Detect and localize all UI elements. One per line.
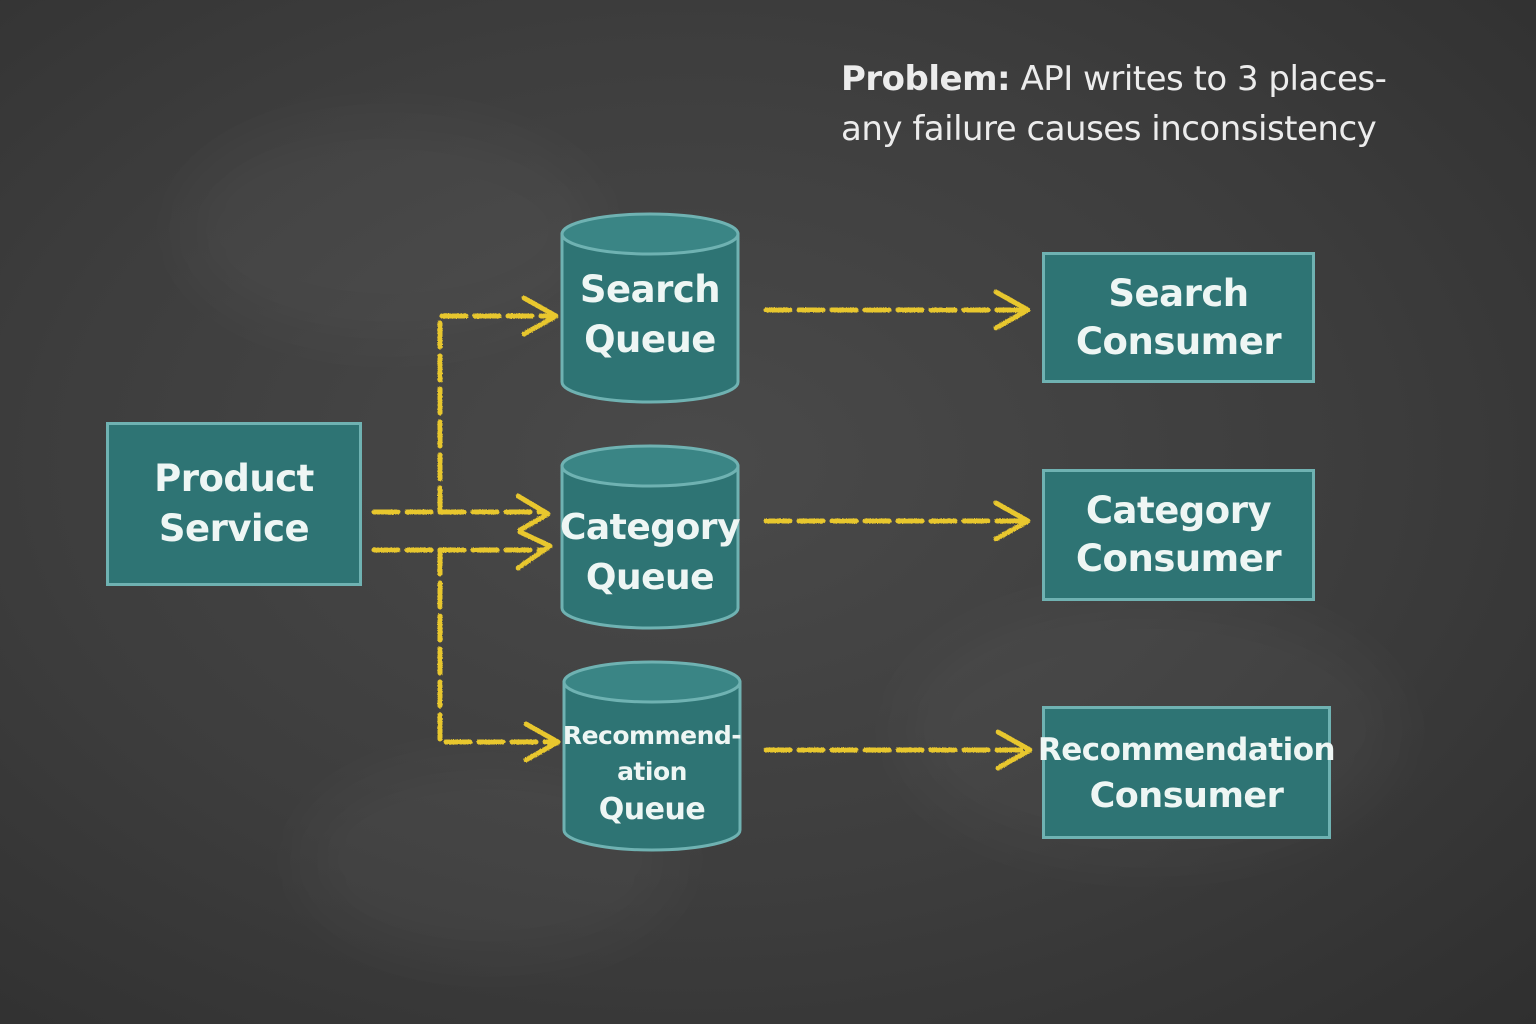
arrow-head-search-consumer (993, 289, 1031, 331)
arrow-head-category-consumer (993, 500, 1031, 542)
category-queue-line-1: Category (559, 507, 741, 548)
category-queue-cylinder (560, 444, 740, 630)
search-consumer-node: Search Consumer (1042, 252, 1315, 383)
arrow-to-search-queue (437, 313, 556, 515)
recommendation-queue-line-1: Recommend- (562, 721, 742, 750)
product-service-line-1: Product (154, 457, 314, 500)
arrow-head-recommendation-consumer (995, 729, 1033, 771)
search-queue-line-2: Queue (584, 318, 716, 361)
category-consumer-node: Category Consumer (1042, 469, 1315, 601)
search-queue-cylinder (560, 212, 740, 404)
arrow-to-recommendation-queue (437, 547, 556, 745)
recommendation-queue-line-2: ation (617, 757, 687, 786)
search-queue-node: Search Queue (562, 262, 738, 368)
recommendation-queue-node: Recommend- ation Queue (560, 716, 744, 832)
recommendation-consumer-line-2: Consumer (1089, 775, 1284, 816)
product-service-node: Product Service (106, 422, 362, 586)
category-queue-node: Category Queue (556, 500, 744, 606)
recommendation-consumer-line-1: Recommendation (1037, 731, 1336, 768)
category-consumer-line-2: Consumer (1075, 537, 1282, 580)
search-consumer-line-1: Search (1108, 271, 1249, 315)
problem-line-1: API writes to 3 places- (1020, 59, 1387, 99)
recommendation-consumer-node: Recommendation Consumer (1038, 706, 1336, 839)
arrow-head-recommendation-queue (523, 721, 561, 763)
problem-label: Problem: (841, 59, 1011, 99)
search-consumer-line-2: Consumer (1075, 319, 1282, 363)
arrow-head-category-queue-upper (515, 493, 551, 533)
category-queue-line-2: Queue (585, 557, 715, 598)
recommendation-queue-cylinder (562, 660, 742, 852)
problem-statement: Problem: API writes to 3 places- any fai… (841, 54, 1481, 154)
arrow-head-search-queue (521, 295, 559, 337)
arrow-head-category-queue-lower (515, 529, 553, 571)
search-queue-line-1: Search (579, 268, 721, 311)
recommendation-queue-line-3: Queue (598, 792, 706, 827)
problem-line-2: any failure causes inconsistency (841, 109, 1377, 149)
product-service-line-2: Service (158, 507, 310, 550)
category-consumer-line-1: Category (1085, 489, 1272, 532)
